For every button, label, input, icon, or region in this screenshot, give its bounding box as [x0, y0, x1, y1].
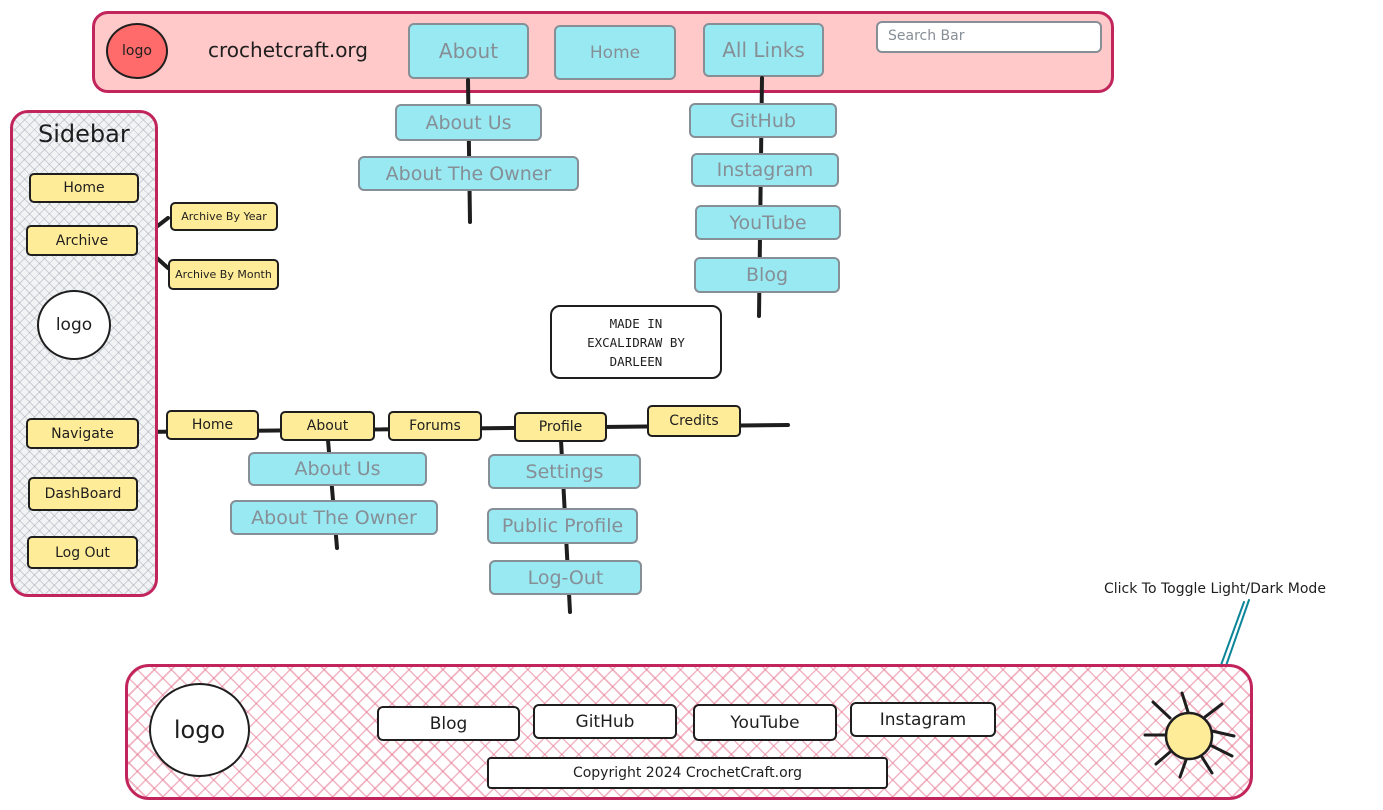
footer-youtube-link[interactable]: YouTube: [693, 704, 837, 741]
footer-github-link[interactable]: GitHub: [533, 704, 677, 739]
navigate-button[interactable]: Navigate: [26, 418, 139, 449]
copyright-text: Copyright 2024 CrochetCraft.org: [487, 757, 888, 789]
about-owner-menu-item[interactable]: About The Owner: [358, 156, 579, 191]
search-input[interactable]: Search Bar: [876, 21, 1102, 53]
nav-about-owner-menu-item[interactable]: About The Owner: [230, 500, 438, 535]
youtube-menu-item[interactable]: YouTube: [695, 205, 841, 240]
footer-logo: logo: [149, 683, 250, 777]
nav-all-links-button[interactable]: All Links: [703, 23, 824, 77]
nav-about-button[interactable]: About: [408, 23, 529, 79]
settings-menu-item[interactable]: Settings: [488, 454, 641, 489]
site-title[interactable]: crochetcraft.org: [208, 38, 368, 62]
about-menu-line: [466, 78, 472, 224]
sidebar-logo-label: logo: [55, 315, 93, 335]
archive-by-month-button[interactable]: Archive By Month: [168, 259, 279, 290]
public-profile-menu-item[interactable]: Public Profile: [487, 508, 638, 544]
github-menu-item[interactable]: GitHub: [689, 103, 837, 138]
blog-menu-item[interactable]: Blog: [694, 257, 840, 293]
archive-by-year-button[interactable]: Archive By Year: [170, 202, 278, 231]
navigate-profile-button[interactable]: Profile: [514, 412, 607, 442]
nav-about-us-menu-item[interactable]: About Us: [248, 452, 427, 486]
header-logo-label: logo: [122, 43, 152, 59]
navigate-credits-button[interactable]: Credits: [647, 405, 741, 437]
toggle-mode-note: Click To Toggle Light/Dark Mode: [1104, 581, 1326, 597]
dashboard-button[interactable]: DashBoard: [28, 477, 138, 511]
sidebar-home-button[interactable]: Home: [29, 173, 139, 203]
sidebar-logo: logo: [37, 290, 111, 360]
about-us-menu-item[interactable]: About Us: [395, 104, 542, 141]
nav-home-button[interactable]: Home: [554, 25, 676, 80]
footer-instagram-link[interactable]: Instagram: [850, 702, 996, 737]
navigate-home-button[interactable]: Home: [166, 410, 259, 440]
profile-logout-menu-item[interactable]: Log-Out: [489, 560, 642, 595]
sidebar-archive-button[interactable]: Archive: [26, 225, 138, 256]
navigate-about-button[interactable]: About: [280, 411, 375, 441]
instagram-menu-item[interactable]: Instagram: [691, 153, 839, 187]
sidebar-title: Sidebar: [38, 120, 130, 148]
made-in-excalidraw-note: MADE IN EXCALIDRAW BY DARLEEN: [550, 305, 722, 379]
header-logo[interactable]: logo: [106, 23, 168, 79]
footer-logo-label: logo: [173, 716, 226, 744]
sidebar-logout-button[interactable]: Log Out: [27, 536, 138, 569]
footer-blog-link[interactable]: Blog: [377, 706, 520, 741]
navigate-forums-button[interactable]: Forums: [388, 411, 482, 441]
